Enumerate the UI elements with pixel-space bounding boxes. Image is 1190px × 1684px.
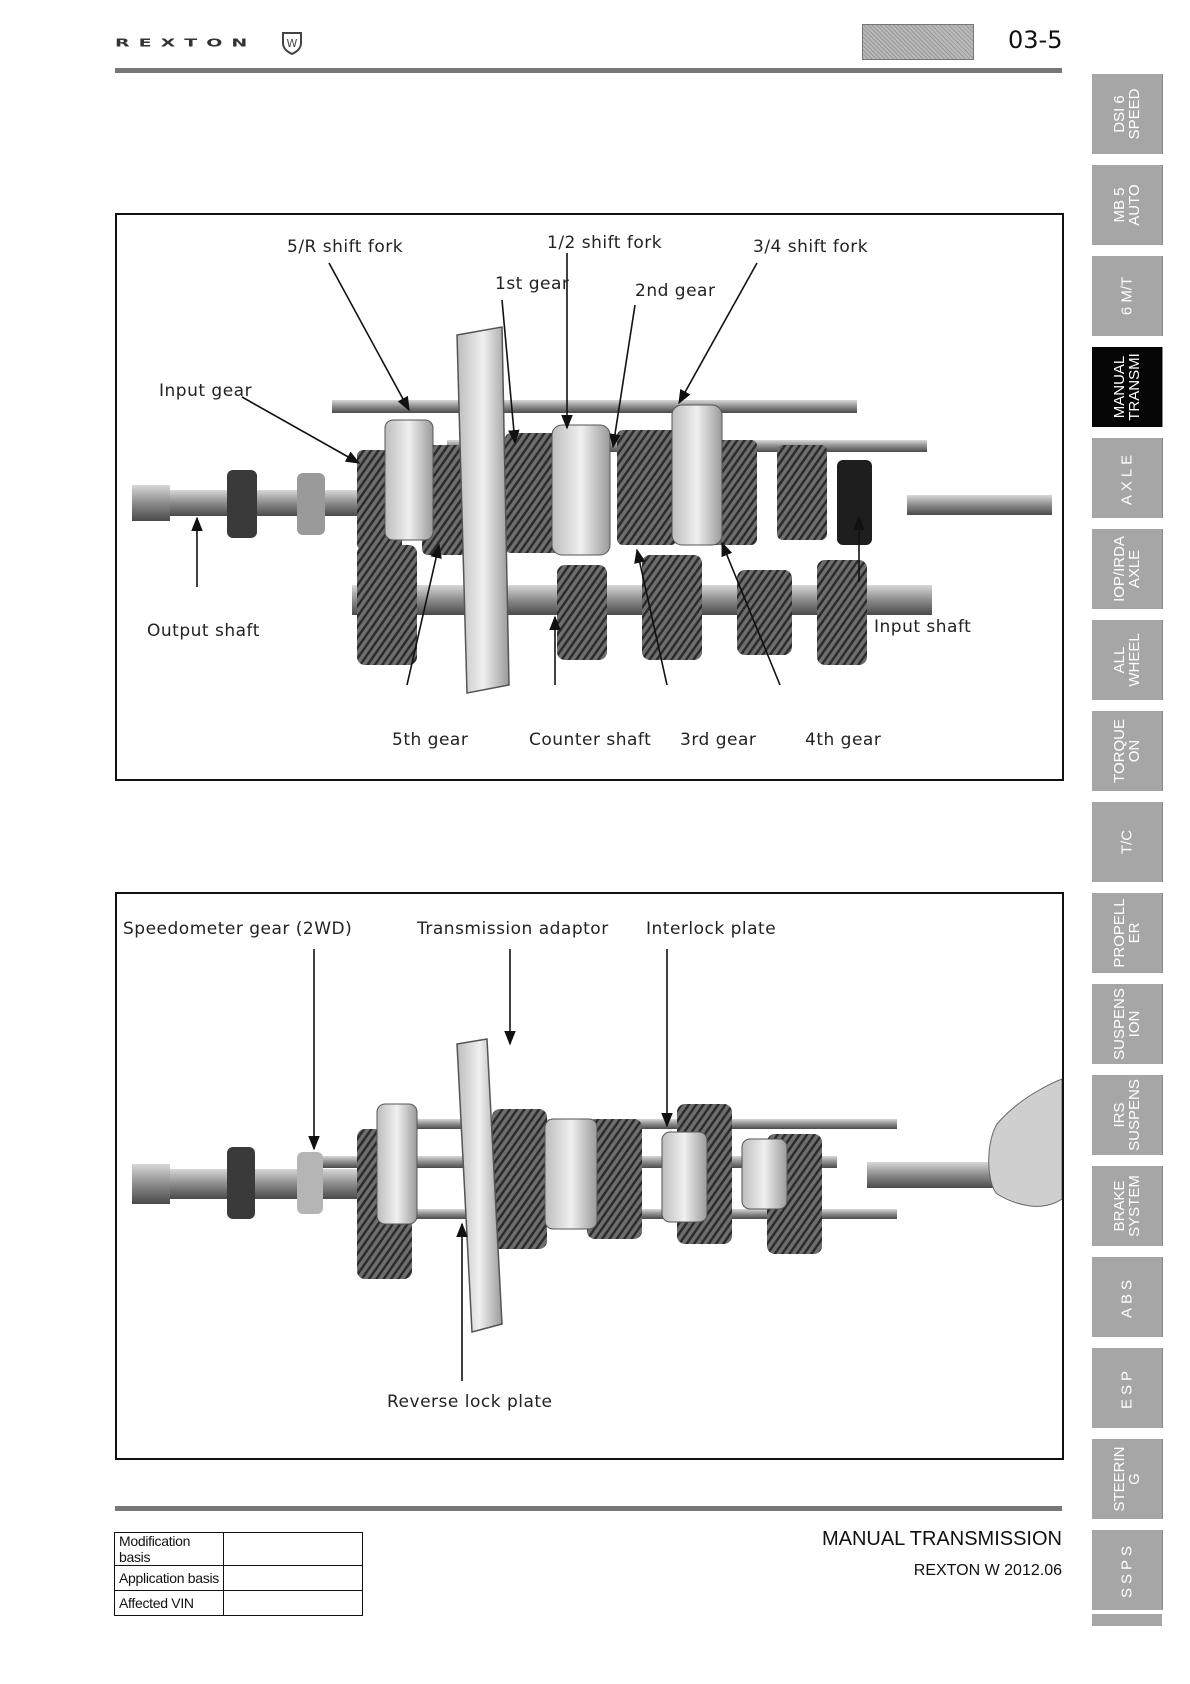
page-number: 03-5 bbox=[1008, 26, 1063, 54]
label-1st-gear: 1st gear bbox=[495, 274, 570, 294]
figure-assembly: Speedometer gear (2WD) Transmission adap… bbox=[115, 892, 1064, 1460]
label-2nd-gear: 2nd gear bbox=[635, 281, 716, 301]
info-key: Application basis bbox=[114, 1565, 224, 1591]
figure-gear-train: 5/R shift fork 1/2 shift fork 3/4 shift … bbox=[115, 213, 1064, 781]
side-tab[interactable]: IOP/IRDA AXLE bbox=[1092, 529, 1163, 609]
label-34-shift-fork: 3/4 shift fork bbox=[753, 237, 869, 257]
side-tab-label: ESP bbox=[1118, 1366, 1136, 1410]
side-tab[interactable]: PROPELL ER bbox=[1092, 893, 1163, 973]
side-tab-label: BRAKE SYSTEM bbox=[1111, 1175, 1143, 1237]
model-version: REXTON W 2012.06 bbox=[913, 1562, 1062, 1579]
info-value bbox=[223, 1532, 363, 1566]
side-tab[interactable]: SSPS bbox=[1092, 1530, 1163, 1610]
side-tab-label: PROPELL ER bbox=[1111, 898, 1143, 968]
info-key: Modification basis bbox=[114, 1532, 224, 1566]
info-value bbox=[223, 1590, 363, 1616]
side-tab-label: IRS SUSPENS bbox=[1111, 1079, 1143, 1151]
side-tab[interactable]: ALL WHEEL bbox=[1092, 620, 1163, 700]
table-row: Application basis bbox=[114, 1565, 363, 1591]
footer-rule bbox=[115, 1506, 1062, 1511]
table-row: Affected VIN bbox=[114, 1590, 363, 1616]
label-3rd-gear: 3rd gear bbox=[680, 730, 757, 750]
info-key: Affected VIN bbox=[114, 1590, 224, 1616]
side-tab[interactable]: MANUAL TRANSMI bbox=[1092, 347, 1163, 427]
side-tab-label: ALL WHEEL bbox=[1111, 633, 1143, 687]
assembly-drawing bbox=[132, 949, 1062, 1381]
label-counter-shaft: Counter shaft bbox=[529, 730, 652, 750]
label-transmission-adaptor: Transmission adaptor bbox=[417, 919, 609, 939]
header-gray-box bbox=[862, 24, 974, 60]
side-tab[interactable]: ESP bbox=[1092, 1348, 1163, 1428]
label-output-shaft: Output shaft bbox=[147, 621, 260, 641]
side-tab[interactable]: BRAKE SYSTEM bbox=[1092, 1166, 1163, 1246]
ssangyong-emblem-icon: W bbox=[282, 32, 302, 55]
side-tab[interactable]: DSI 6 SPEED bbox=[1092, 74, 1163, 154]
table-row: Modification basis bbox=[114, 1532, 363, 1566]
logo-text: REXTON bbox=[115, 36, 257, 50]
info-value bbox=[223, 1565, 363, 1591]
side-tab-label: MANUAL TRANSMI bbox=[1111, 353, 1143, 421]
side-tab[interactable]: STEERIN G bbox=[1092, 1439, 1163, 1519]
side-tab-label: IOP/IRDA AXLE bbox=[1111, 536, 1143, 602]
gear-train-drawing bbox=[132, 253, 1052, 694]
label-speedometer-gear: Speedometer gear (2WD) bbox=[123, 919, 353, 939]
logo-mark: W bbox=[287, 37, 298, 50]
label-interlock-plate: Interlock plate bbox=[646, 919, 777, 939]
side-tab[interactable]: 6 M/T bbox=[1092, 256, 1163, 336]
tabs-end-strip bbox=[1092, 1614, 1162, 1626]
label-12-shift-fork: 1/2 shift fork bbox=[547, 233, 663, 253]
revision-info-table: Modification basis Application basis Aff… bbox=[114, 1532, 363, 1616]
label-input-gear: Input gear bbox=[159, 381, 253, 401]
side-tab[interactable]: AXLE bbox=[1092, 438, 1163, 518]
label-reverse-lock-plate: Reverse lock plate bbox=[387, 1392, 553, 1412]
side-tab-label: SSPS bbox=[1118, 1541, 1136, 1599]
label-input-shaft: Input shaft bbox=[874, 617, 972, 637]
side-tab-label: SUSPENS ION bbox=[1111, 988, 1143, 1060]
label-5th-gear: 5th gear bbox=[392, 730, 469, 750]
side-tab[interactable]: MB 5 AUTO bbox=[1092, 165, 1163, 245]
rexton-logo: REXTON W bbox=[115, 30, 305, 58]
side-tab-label: DSI 6 SPEED bbox=[1111, 88, 1143, 140]
side-tab[interactable]: ABS bbox=[1092, 1257, 1163, 1337]
side-tab[interactable]: TORQUE ON bbox=[1092, 711, 1163, 791]
label-4th-gear: 4th gear bbox=[805, 730, 882, 750]
side-tab-label: AXLE bbox=[1118, 450, 1136, 506]
side-tab-label: 6 M/T bbox=[1118, 276, 1136, 316]
side-tab[interactable]: SUSPENS ION bbox=[1092, 984, 1163, 1064]
side-tab[interactable]: T/C bbox=[1092, 802, 1163, 882]
side-tab-label: MB 5 AUTO bbox=[1111, 184, 1143, 226]
side-tab-label: STEERIN G bbox=[1111, 1446, 1143, 1512]
section-title: MANUAL TRANSMISSION bbox=[821, 1528, 1062, 1550]
side-tab-label: T/C bbox=[1118, 829, 1136, 855]
side-tab-label: ABS bbox=[1118, 1275, 1136, 1319]
side-tab-label: TORQUE ON bbox=[1111, 719, 1143, 783]
header-rule bbox=[115, 68, 1062, 73]
label-5r-shift-fork: 5/R shift fork bbox=[287, 237, 404, 257]
side-tab[interactable]: IRS SUSPENS bbox=[1092, 1075, 1163, 1155]
